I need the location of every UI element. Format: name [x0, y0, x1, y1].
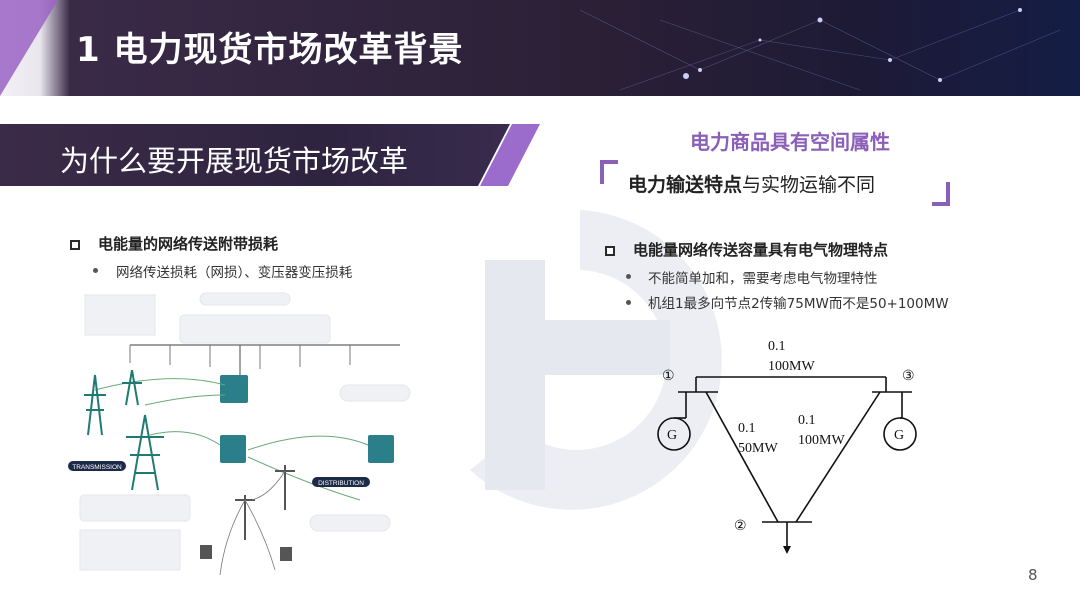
node-2-label: ② [734, 519, 747, 534]
right-section-title: 电能量网络传送容量具有电气物理特点 [633, 241, 889, 259]
transport-heading: 电力输送特点与实物运输不同 [628, 170, 875, 197]
generator-1-label: G [667, 428, 677, 443]
distribution-label: DISTRIBUTION [318, 480, 364, 487]
line-32-capacity: 100MW [798, 433, 845, 448]
line-13-capacity: 100MW [768, 359, 815, 374]
three-node-network-diagram: G G ① ③ ② 0.1 100MW 0.1 50MW 0.1 100MW [657, 339, 917, 554]
left-section-title: 电能量的网络传送附带损耗 [98, 235, 279, 253]
bullet-dot-icon [626, 274, 631, 279]
left-list-item: 网络传送损耗（网损）、变压器变压损耗 [116, 265, 353, 281]
square-bullet-icon [605, 246, 615, 256]
power-grid-illustration: TRANSMISSION DISTRIBUTION [68, 292, 411, 576]
right-list-item: 不能简单加和，需要考虑电气物理特性 [648, 271, 878, 287]
bracket-bottom-right [932, 182, 950, 206]
right-list-item: 机组1最多向节点2传输75MW而不是50+100MW [648, 296, 949, 312]
line-32-impedance: 0.1 [798, 413, 816, 428]
transport-heading-bold: 电力输送特点 [628, 174, 743, 196]
node-3-label: ③ [902, 369, 915, 384]
node-1-label: ① [662, 369, 675, 384]
bullet-dot-icon [626, 300, 631, 305]
page-number: 8 [1028, 566, 1038, 584]
line-13-impedance: 0.1 [768, 339, 786, 354]
banner-title: 为什么要开展现货市场改革 [60, 144, 409, 178]
square-bullet-icon [70, 240, 80, 250]
header-accent-triangle [0, 0, 58, 96]
generator-3-label: G [894, 428, 904, 443]
section-banner: 为什么要开展现货市场改革 [0, 124, 540, 186]
property-heading: 电力商品具有空间属性 [690, 130, 890, 154]
banner-background [0, 124, 510, 186]
line-12-capacity: 50MW [738, 441, 778, 456]
page-title: 1 电力现货市场改革背景 [76, 30, 464, 70]
slide-header: 1 电力现货市场改革背景 [0, 0, 1080, 96]
line-12-impedance: 0.1 [738, 421, 756, 436]
bracket-top-left [600, 160, 618, 184]
transmission-label: TRANSMISSION [72, 464, 122, 471]
transport-heading-rest: 与实物运输不同 [742, 174, 876, 196]
bullet-dot-icon [93, 268, 98, 273]
network-background-graphic [579, 8, 1061, 91]
